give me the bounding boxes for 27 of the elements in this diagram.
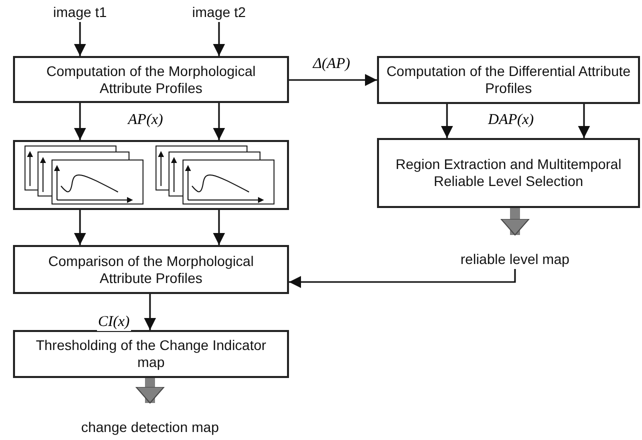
io-label: image t1 — [45, 2, 115, 22]
arrow — [213, 22, 225, 56]
arrow — [74, 103, 86, 140]
arrow — [74, 22, 86, 56]
process-box: Comparison of the Morphological Attribute Profiles — [13, 245, 289, 294]
edge-label: Δ(AP) — [312, 56, 352, 73]
arrow — [74, 210, 86, 245]
io-label: image t2 — [184, 2, 254, 22]
signal-label: DAP(x) — [488, 112, 534, 129]
arrow — [289, 269, 516, 288]
arrow — [289, 74, 377, 86]
arrow — [213, 103, 225, 140]
process-box: Region Extraction and Multitemporal Reliable Level Selection — [377, 138, 640, 208]
edge-label: CI(x) — [97, 314, 131, 331]
io-label: reliable level map — [455, 249, 575, 269]
process-box: Computation of the Morphological Attribute Profiles — [13, 56, 289, 103]
io-label: change detection map — [75, 417, 225, 437]
arrow — [578, 104, 590, 138]
arrow — [144, 294, 156, 330]
block-arrow — [500, 208, 530, 236]
block-arrow — [136, 378, 164, 404]
process-box: Computation of the Differential Attribute Profiles — [377, 56, 640, 104]
arrow — [441, 104, 453, 138]
profiles-panel — [13, 140, 289, 210]
process-box: Thresholding of the Change Indicator map — [13, 330, 289, 378]
arrow — [213, 210, 225, 245]
signal-label: AP(x) — [128, 112, 163, 129]
